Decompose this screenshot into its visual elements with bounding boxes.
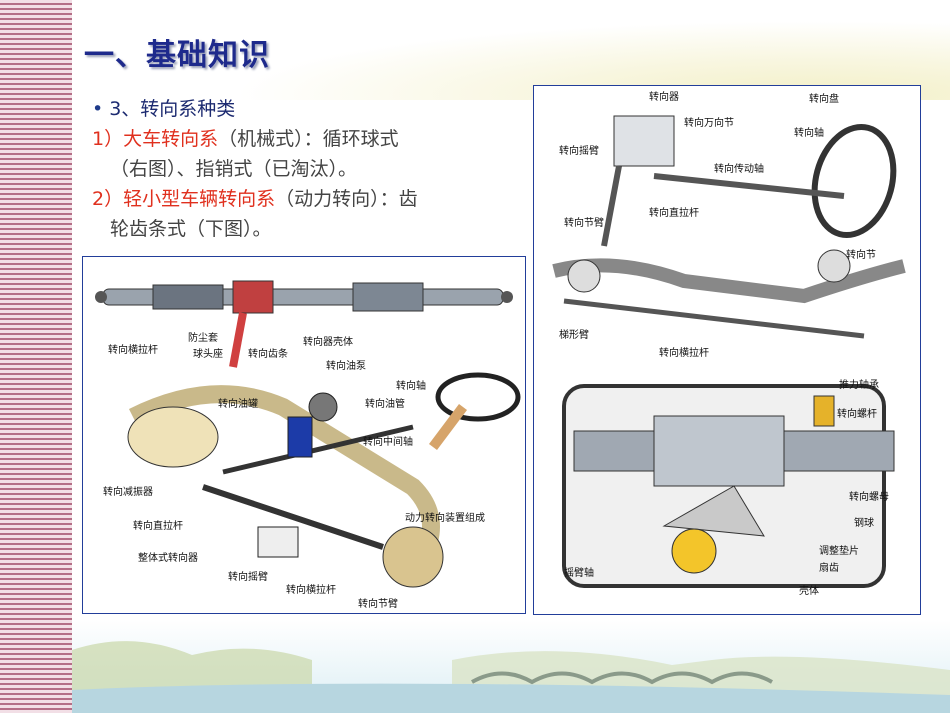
label-tie-rod-top: 转向横拉杆	[108, 343, 158, 356]
decorative-landscape	[72, 620, 950, 713]
label-steel-ball: 钢球	[854, 516, 874, 529]
bullet-dot-icon: •	[92, 98, 104, 120]
header-band	[72, 0, 950, 100]
label-steering-shaft-right: 转向轴	[794, 126, 824, 139]
label-steering-shaft: 转向轴	[396, 379, 426, 392]
item-1-term: 大车转向系	[123, 128, 219, 150]
label-tie-rod-bottom: 转向横拉杆	[286, 583, 336, 596]
label-drag-link-right: 转向直拉杆	[649, 206, 699, 219]
label-drag-link: 转向直拉杆	[133, 519, 183, 532]
label-sector-gear: 扇齿	[819, 561, 839, 574]
label-knuckle-arm-right: 转向节臂	[564, 216, 604, 229]
label-oil-tank: 转向油罐	[218, 397, 258, 410]
label-universal-joint: 转向万向节	[684, 116, 734, 129]
label-ball-nut: 转向螺母	[849, 490, 889, 503]
label-gear-housing: 转向器壳体	[303, 335, 353, 348]
decorative-stripes	[0, 0, 72, 713]
label-ball-seat: 球头座	[193, 347, 223, 360]
label-integral-gear: 整体式转向器	[138, 551, 198, 564]
figure-power-steering: 转向横拉杆 防尘套 球头座 转向齿条 转向器壳体 转向油罐 转向油管 转向轴 转…	[82, 256, 526, 614]
item-1-number: 1）	[92, 128, 124, 150]
label-worm-screw: 转向螺杆	[837, 407, 877, 420]
figure-mechanical-steering: 转向器 转向盘 转向万向节 转向轴 转向摇臂 转向传动轴 转向节臂 转向直拉杆 …	[533, 85, 921, 615]
item-2: 2）轻小型车辆转向系（动力转向）：齿	[92, 184, 512, 214]
item-2-text: （动力转向）：齿	[275, 188, 418, 210]
item-2-text-cont: 轮齿条式（下图）。	[110, 218, 272, 240]
label-intermediate-shaft: 转向中间轴	[363, 435, 413, 448]
item-1-text-cont: （右图）、指销式（已淘汰）。	[110, 158, 358, 180]
label-damper: 转向减振器	[103, 485, 153, 498]
label-oil-pump: 转向油泵	[326, 359, 366, 372]
heading-text: 3、转向系种类	[109, 98, 236, 120]
item-2-term: 轻小型车辆转向系	[123, 188, 276, 210]
label-oil-pipe: 转向油管	[365, 397, 405, 410]
label-pitman-arm-right: 转向摇臂	[559, 144, 599, 157]
label-steering-wheel: 转向盘	[809, 92, 839, 105]
label-tie-rod-right: 转向横拉杆	[659, 346, 709, 359]
label-trapezoid-arm: 梯形臂	[559, 328, 589, 341]
label-sector-shaft: 摇臂轴	[564, 566, 594, 579]
label-shim: 调整垫片	[819, 544, 859, 557]
item-2-number: 2）	[92, 188, 124, 210]
label-power-steering-caption: 动力转向装置组成	[405, 511, 485, 524]
slide-title: 一、基础知识	[84, 38, 270, 73]
label-housing: 壳体	[799, 584, 819, 597]
label-knuckle: 转向节	[846, 248, 876, 261]
label-transmission-shaft: 转向传动轴	[714, 162, 764, 175]
bullet-heading: •3、转向系种类	[92, 94, 512, 124]
item-1-text: （机械式）：循环球式	[218, 128, 399, 150]
item-1: 1）大车转向系（机械式）：循环球式	[92, 124, 512, 154]
label-pitman-arm: 转向摇臂	[228, 570, 268, 583]
label-gear: 转向器	[649, 90, 679, 103]
label-knuckle-arm: 转向节臂	[358, 597, 398, 610]
label-dust-boot: 防尘套	[188, 331, 218, 344]
content-text: •3、转向系种类 1）大车转向系（机械式）：循环球式 （右图）、指销式（已淘汰）…	[92, 94, 512, 244]
label-rack: 转向齿条	[248, 347, 288, 360]
label-thrust-bearing: 推力轴承	[839, 378, 879, 391]
